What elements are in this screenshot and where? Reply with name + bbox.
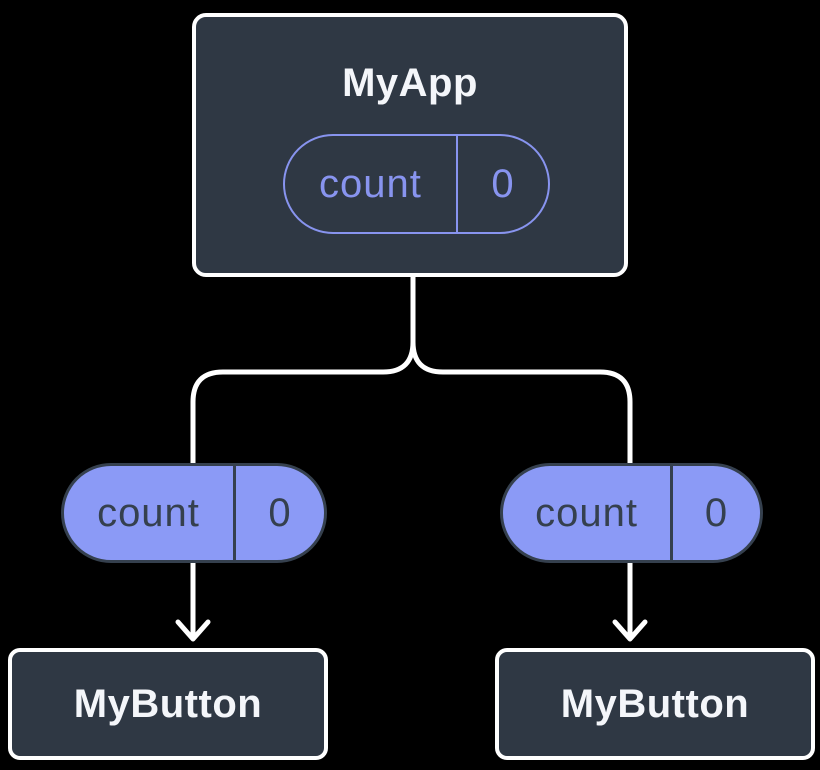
arrow-down-icon — [612, 619, 648, 642]
state-value-label: 0 — [491, 161, 515, 206]
prop-name-segment: count — [64, 466, 236, 560]
right-prop-pill: count 0 — [500, 463, 763, 563]
prop-name-label: count — [535, 490, 638, 535]
prop-value-segment: 0 — [673, 466, 760, 560]
component-title: MyApp — [342, 61, 478, 105]
prop-value-segment: 0 — [236, 466, 324, 560]
myapp-component-box: MyApp count 0 — [192, 13, 628, 277]
state-name-segment: count — [285, 136, 458, 232]
prop-value-label: 0 — [704, 490, 729, 535]
right-mybutton-component-box: MyButton — [495, 648, 815, 760]
state-value-segment: 0 — [458, 136, 548, 232]
connector-branch-right — [410, 272, 633, 639]
component-title: MyButton — [560, 681, 750, 726]
left-prop-pill: count 0 — [61, 463, 327, 563]
prop-name-segment: count — [503, 466, 674, 560]
prop-name-label: count — [97, 490, 200, 535]
connector-branch-left — [190, 272, 416, 639]
root-state-pill: count 0 — [283, 134, 550, 234]
component-title: MyButton — [73, 681, 263, 726]
state-name-label: count — [319, 161, 422, 206]
arrow-down-icon — [175, 619, 211, 642]
prop-value-label: 0 — [268, 490, 292, 535]
left-mybutton-component-box: MyButton — [8, 648, 328, 760]
